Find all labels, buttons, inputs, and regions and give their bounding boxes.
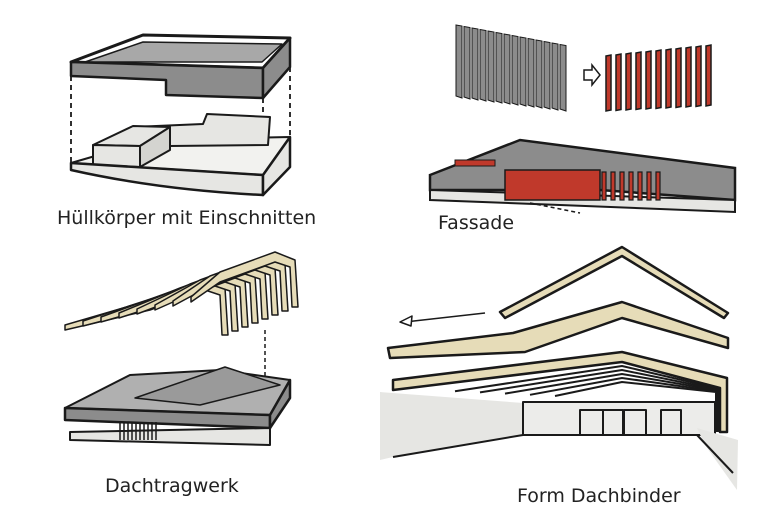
facade-red-wall <box>504 169 601 201</box>
red-fin <box>625 52 632 111</box>
gray-panel <box>455 24 463 99</box>
gray-panel <box>495 31 503 104</box>
shell-inner-wall <box>84 41 283 63</box>
red-fin <box>605 54 612 112</box>
building-fin <box>619 171 625 201</box>
panel-fassade: Fassade <box>428 24 737 234</box>
binder-bottom <box>391 350 729 434</box>
label-dachtragwerk: Dachtragwerk <box>105 475 239 497</box>
binder-middle <box>386 300 730 360</box>
base-front <box>69 161 265 197</box>
gray-panel <box>559 43 567 112</box>
gray-panel <box>535 39 543 109</box>
red-fin <box>675 47 682 109</box>
dashed-guide <box>529 202 581 214</box>
building-fin <box>628 171 634 201</box>
gray-panel <box>503 33 511 105</box>
red-fin <box>635 51 642 111</box>
shell-front-face <box>69 60 265 100</box>
building-fin <box>610 171 616 201</box>
panel-dachtragwerk: Dachtragwerk <box>63 251 299 497</box>
red-fin <box>645 50 652 110</box>
red-fin <box>665 48 672 109</box>
panel-huellkoerper: Hüllkörper mit Einschnitten <box>57 33 316 229</box>
building-columns <box>119 422 157 440</box>
facade-fins-building <box>601 171 661 201</box>
facade-red-strip <box>454 159 496 167</box>
gray-panel <box>479 28 487 102</box>
gray-panel <box>551 42 559 111</box>
ground-right <box>697 428 738 490</box>
door <box>623 409 647 436</box>
gray-panel <box>519 36 527 107</box>
door <box>602 409 624 436</box>
red-fin <box>655 49 662 110</box>
red-fin <box>705 44 712 107</box>
door <box>660 409 682 436</box>
arrow-left-icon <box>399 312 486 327</box>
red-fin <box>615 53 622 112</box>
building-roof-side <box>268 378 292 430</box>
red-fin <box>685 46 692 108</box>
gray-panel <box>543 40 551 110</box>
gray-panel <box>527 37 535 108</box>
label-huellkoerper: Hüllkörper mit Einschnitten <box>57 207 316 229</box>
roof-truss-beams <box>64 251 299 336</box>
gray-panel <box>463 25 471 100</box>
binder-layer <box>554 381 717 432</box>
building-roof-ridge <box>134 366 281 406</box>
binder-top <box>498 245 730 320</box>
gray-panel <box>511 34 519 106</box>
facade-fins-red <box>605 44 712 112</box>
gray-panel <box>471 27 479 101</box>
label-fassade: Fassade <box>438 212 514 234</box>
building-fin <box>637 171 643 201</box>
arrow-right-icon <box>583 62 601 88</box>
building-base <box>69 427 271 446</box>
truss-beam <box>190 251 299 308</box>
gray-panel <box>487 30 495 103</box>
base-side <box>261 135 292 197</box>
building-fin <box>655 171 661 201</box>
red-fin <box>695 45 702 108</box>
door <box>579 409 605 436</box>
facade-panels-gray <box>455 24 567 112</box>
label-form-dachbinder: Form Dachbinder <box>517 485 681 507</box>
doors <box>579 409 682 436</box>
panel-form-dachbinder: Form Dachbinder <box>380 245 738 507</box>
building-fin <box>646 171 652 201</box>
base-box-side <box>139 126 171 168</box>
building-fin <box>601 171 607 201</box>
ground-line <box>392 434 524 458</box>
ground-left <box>380 392 523 460</box>
